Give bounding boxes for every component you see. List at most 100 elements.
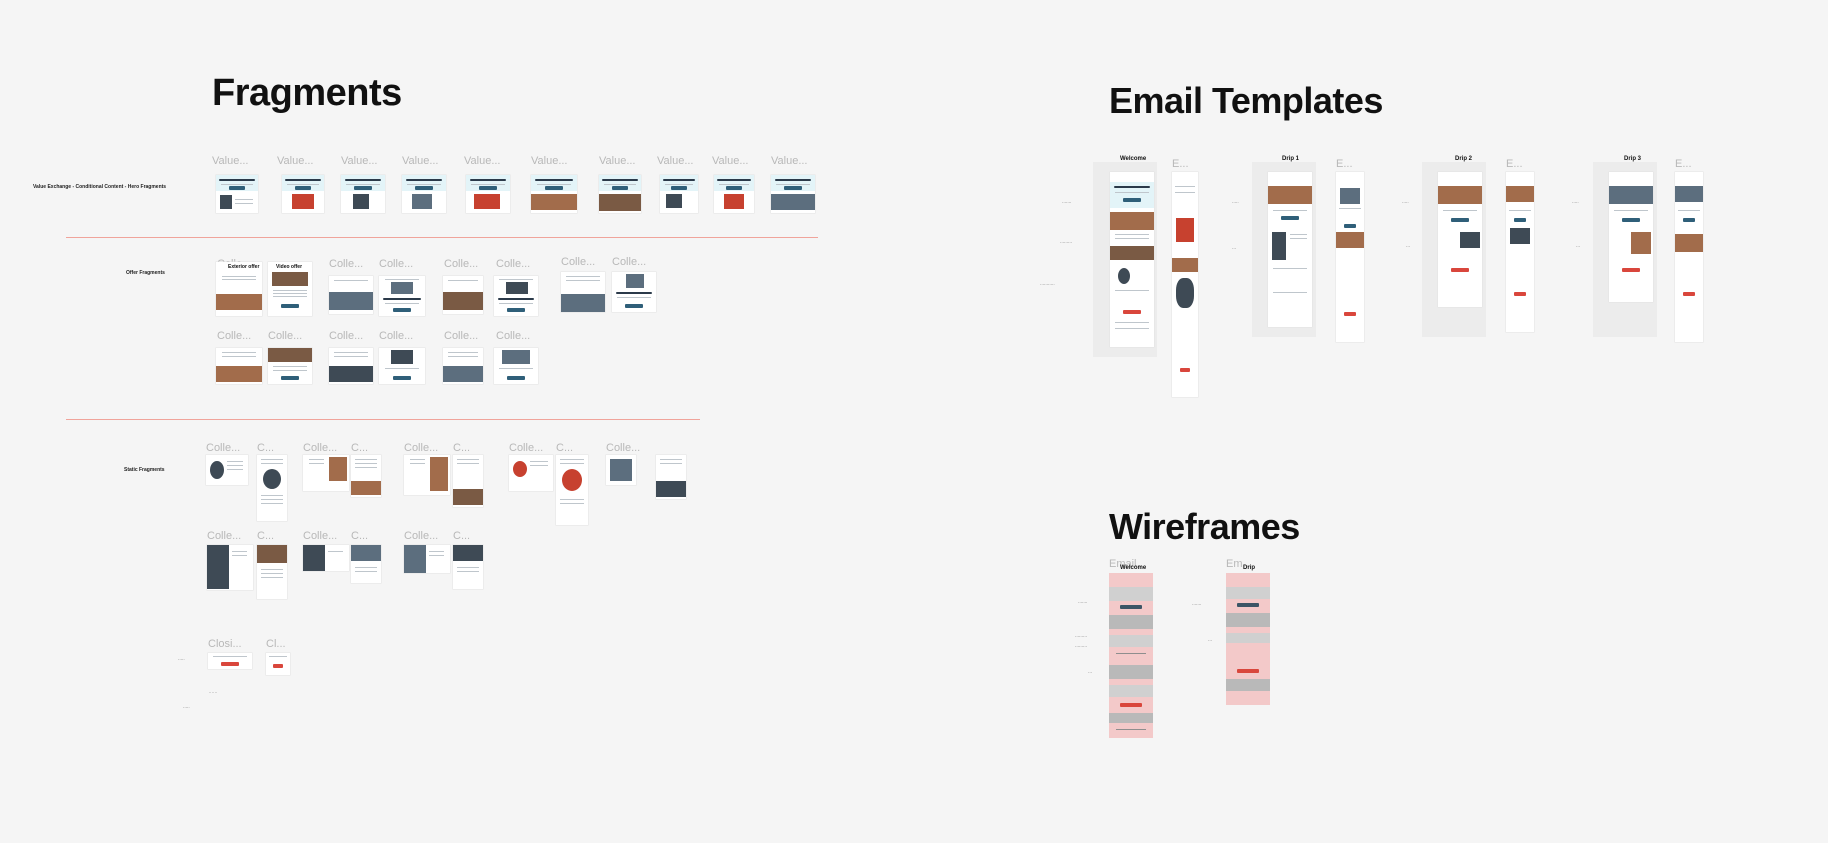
frame-label[interactable]: C... (351, 530, 369, 542)
static-fragment-card[interactable] (453, 455, 483, 507)
email-drip-1[interactable] (1268, 172, 1312, 327)
frame-label[interactable]: C... (351, 442, 369, 454)
video-offer-title: Video offer (276, 264, 303, 270)
frame-label[interactable]: Value... (212, 155, 249, 167)
hero-fragment-card[interactable] (714, 175, 754, 213)
email-welcome-alt[interactable] (1172, 172, 1198, 397)
frame-label[interactable]: Colle... (303, 530, 338, 542)
frame-label[interactable]: Colle... (268, 330, 303, 342)
hero-fragment-card[interactable] (531, 175, 577, 213)
static-fragment-card[interactable] (207, 545, 253, 590)
closing-fragment-card[interactable] (208, 653, 252, 669)
frame-label[interactable]: E... (1336, 158, 1353, 170)
frame-label[interactable]: Value... (402, 155, 439, 167)
offer-card[interactable] (216, 348, 262, 384)
frame-label[interactable]: Colle... (444, 258, 479, 270)
offer-card[interactable] (494, 276, 538, 316)
frame-label[interactable]: Value... (531, 155, 568, 167)
frame-label[interactable]: Colle... (561, 256, 596, 268)
frame-label[interactable]: Cl... (266, 638, 286, 650)
offer-card[interactable] (379, 348, 425, 384)
frame-label[interactable]: Colle... (612, 256, 647, 268)
offer-card[interactable] (329, 348, 373, 384)
email-drip-1-alt[interactable] (1336, 172, 1364, 342)
frame-label[interactable]: Colle... (404, 442, 439, 454)
static-fragment-card[interactable] (404, 545, 450, 573)
frame-label[interactable]: Colle... (379, 330, 414, 342)
offer-card-video[interactable]: Video offer (268, 262, 312, 316)
frame-label[interactable]: Value... (712, 155, 749, 167)
frame-label[interactable]: Email (1109, 558, 1137, 570)
frame-label[interactable]: Colle... (329, 330, 364, 342)
offer-card[interactable] (443, 276, 483, 314)
frame-label[interactable]: Value... (277, 155, 314, 167)
frame-label[interactable]: Value... (771, 155, 808, 167)
frame-label[interactable]: Colle... (207, 530, 242, 542)
static-fragment-card[interactable] (656, 455, 686, 499)
frame-label[interactable]: E... (1506, 158, 1523, 170)
email-drip-3[interactable] (1609, 172, 1653, 302)
static-fragment-card[interactable] (556, 455, 588, 525)
static-fragment-card[interactable] (453, 545, 483, 589)
frame-label[interactable]: E... (1172, 158, 1189, 170)
hero-fragment-card[interactable] (402, 175, 446, 213)
frame-label[interactable]: C... (257, 530, 275, 542)
frame-label[interactable]: C... (257, 442, 275, 454)
frame-label[interactable]: Value... (657, 155, 694, 167)
email-welcome[interactable] (1110, 172, 1154, 347)
hero-fragment-card[interactable] (466, 175, 510, 213)
static-fragment-card[interactable] (351, 545, 381, 583)
offer-card[interactable] (268, 348, 312, 384)
offer-card[interactable] (494, 348, 538, 384)
wireframe-welcome[interactable] (1109, 573, 1153, 738)
frame-label[interactable]: Value... (341, 155, 378, 167)
hero-fragment-card[interactable] (660, 175, 698, 213)
frame-label[interactable]: Closi... (208, 638, 242, 650)
offer-card[interactable] (443, 348, 483, 384)
frame-label[interactable]: C... (556, 442, 574, 454)
frame-label[interactable]: Colle... (206, 442, 241, 454)
hero-fragment-card[interactable] (771, 175, 815, 213)
hero-fragment-card[interactable] (341, 175, 385, 213)
static-fragment-card[interactable] (351, 455, 381, 497)
hero-fragment-card[interactable] (216, 175, 258, 213)
static-fragment-card[interactable] (303, 545, 349, 571)
static-fragment-card[interactable] (257, 545, 287, 599)
frame-label[interactable]: Colle... (606, 442, 641, 454)
email-drip-2[interactable] (1438, 172, 1482, 307)
static-fragment-card[interactable] (404, 455, 450, 495)
frame-label[interactable]: Colle... (444, 330, 479, 342)
hero-fragment-card[interactable] (599, 175, 641, 213)
frame-label[interactable]: C... (453, 530, 471, 542)
frame-label[interactable]: Colle... (404, 530, 439, 542)
frame-label[interactable]: Colle... (217, 330, 252, 342)
frame-label[interactable]: Em... (1226, 558, 1252, 570)
closing-fragment-card[interactable] (266, 653, 290, 675)
offer-card[interactable] (379, 276, 425, 316)
email-drip-2-alt[interactable] (1506, 172, 1534, 332)
frame-label[interactable]: E... (1675, 158, 1692, 170)
frame-label[interactable]: Colle... (329, 258, 364, 270)
static-fragment-card[interactable] (606, 455, 636, 485)
static-fragment-card[interactable] (303, 455, 349, 491)
email-drip-3-alt[interactable] (1675, 172, 1703, 342)
frame-label[interactable]: Colle... (509, 442, 544, 454)
offer-card[interactable] (329, 276, 373, 314)
email-note: ··· (1232, 246, 1236, 251)
frame-label[interactable]: Colle... (303, 442, 338, 454)
static-fragment-card[interactable] (257, 455, 287, 521)
offer-card[interactable] (612, 272, 656, 312)
static-fragment-card[interactable] (509, 455, 553, 491)
wireframe-drip[interactable] (1226, 573, 1270, 705)
frame-label[interactable]: C... (453, 442, 471, 454)
frame-label[interactable]: Value... (464, 155, 501, 167)
frame-label[interactable]: Colle... (496, 258, 531, 270)
hero-fragment-card[interactable] (282, 175, 324, 213)
offer-card-exterior[interactable]: Exterior offer (216, 262, 262, 316)
static-fragment-card[interactable] (206, 455, 248, 485)
offer-card[interactable] (561, 272, 605, 312)
frame-label[interactable]: Value... (599, 155, 636, 167)
frame-label[interactable]: Colle... (379, 258, 414, 270)
frame-label[interactable]: Colle... (496, 330, 531, 342)
